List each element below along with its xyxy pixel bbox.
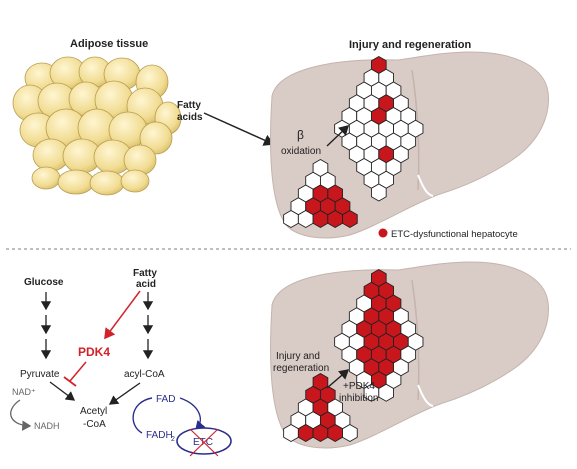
hepatocyte-dysfunctional — [327, 423, 343, 443]
etc-label: ETC — [193, 437, 213, 448]
fadh2-label: FADH — [146, 430, 173, 441]
legend-red-dot — [378, 228, 388, 238]
hepatocyte-cluster-bottom-large — [334, 268, 424, 402]
regeneration-arrow — [326, 369, 350, 389]
hepatocyte-cluster-top-large — [334, 55, 424, 202]
hepatocyte — [378, 383, 394, 402]
pyruvate-to-acetyl-arrow — [49, 381, 76, 401]
etc-cross-2 — [189, 428, 219, 457]
adipose-tissue-title: Adipose tissue — [70, 38, 148, 50]
adipocyte — [120, 169, 150, 193]
hepatocyte-cluster-bottom-small — [283, 372, 358, 443]
hepatocyte-dysfunctional — [312, 209, 329, 229]
hepatocyte — [283, 423, 299, 443]
etc-ellipse — [176, 427, 232, 455]
fad-cycle-right — [179, 397, 206, 432]
beta-symbol: β — [297, 128, 304, 142]
nad-label: NAD⁺ — [12, 387, 36, 397]
pyruvate-label: Pyruvate — [20, 369, 60, 380]
acetyl-coa-label-2: -CoA — [83, 419, 106, 430]
pdk4-label: PDK4 — [78, 345, 110, 359]
fatty-acid-label-2: acid — [136, 279, 156, 290]
acyl-to-acetyl-arrow — [108, 382, 141, 405]
hepatocyte — [297, 209, 314, 229]
adipocyte — [31, 166, 61, 190]
hepatocyte-cluster-top-small — [283, 158, 358, 229]
fatty-acid-to-pdk4-arrow — [104, 290, 141, 340]
fad-cycle-left — [132, 397, 153, 434]
adipocyte — [139, 121, 173, 155]
acyl-coa-label: acyl-CoA — [124, 369, 165, 380]
hepatocyte-dysfunctional — [327, 209, 343, 229]
fadh2-subscript: 2 — [171, 436, 175, 443]
pdk4-inhibition-line — [69, 361, 87, 382]
adipose-cell-cluster — [12, 56, 182, 196]
pdk4-inhibition-label-1: +PDK4 — [343, 381, 375, 392]
injury-regeneration-title: Injury and regeneration — [349, 39, 472, 51]
fatty-acids-label-1: Fatty — [177, 100, 201, 111]
pdk4-inhibition-bar — [63, 376, 77, 387]
adipocyte — [89, 170, 125, 196]
legend-label: ETC-dysfunctional hepatocyte — [391, 229, 518, 240]
hepatocyte — [283, 209, 299, 229]
oxidation-label: oxidation — [281, 146, 321, 157]
glucose-label: Glucose — [24, 277, 64, 288]
acetyl-coa-label-1: Acetyl — [80, 406, 107, 417]
hepatocyte — [342, 423, 358, 443]
hepatocyte-dysfunctional — [312, 423, 329, 443]
hepatocyte-dysfunctional — [297, 423, 314, 443]
nad-cycle-arrow — [10, 399, 32, 431]
injury-label-2: regeneration — [273, 363, 329, 374]
pdk4-inhibition-label-2: inhibition — [339, 393, 378, 404]
injury-label-1: Injury and — [276, 351, 320, 362]
oxidation-arrow — [326, 125, 350, 147]
hepatocyte-dysfunctional — [342, 209, 358, 229]
fatty-acids-label-2: acids — [177, 112, 203, 123]
fatty-acids-arrow — [203, 112, 275, 146]
fad-label: FAD — [156, 394, 175, 405]
nadh-label: NADH — [34, 421, 60, 431]
fatty-acid-label-1: Fatty — [133, 268, 157, 279]
adipocyte — [57, 169, 95, 195]
hepatocyte — [370, 183, 387, 202]
